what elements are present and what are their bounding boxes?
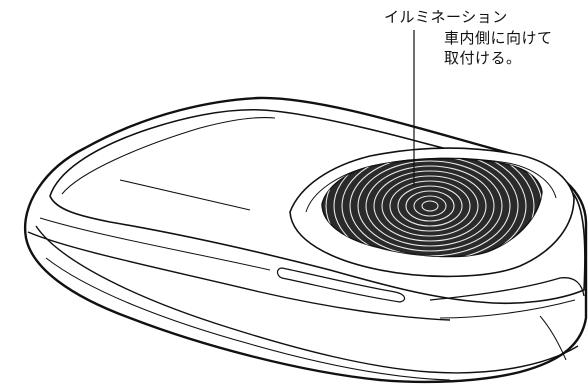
mounting-note-line-2: 取付ける。	[444, 49, 522, 67]
cover-front-edge-inner	[39, 217, 271, 271]
front-housing-step	[429, 277, 585, 301]
illumination-label: イルミネーション	[384, 8, 508, 26]
cover-highlight-line	[119, 179, 251, 211]
illumination-pad	[321, 158, 543, 258]
mounting-note-line-1: 車内側に向けて	[444, 29, 553, 47]
front-housing-step-lower	[439, 299, 576, 319]
base-lip-line-lower	[45, 257, 451, 381]
side-slot	[276, 267, 406, 303]
front-notch	[539, 315, 567, 361]
cover-bevel-line	[61, 116, 276, 195]
base-lip-line	[35, 225, 579, 374]
cover-front-edge	[27, 231, 451, 321]
